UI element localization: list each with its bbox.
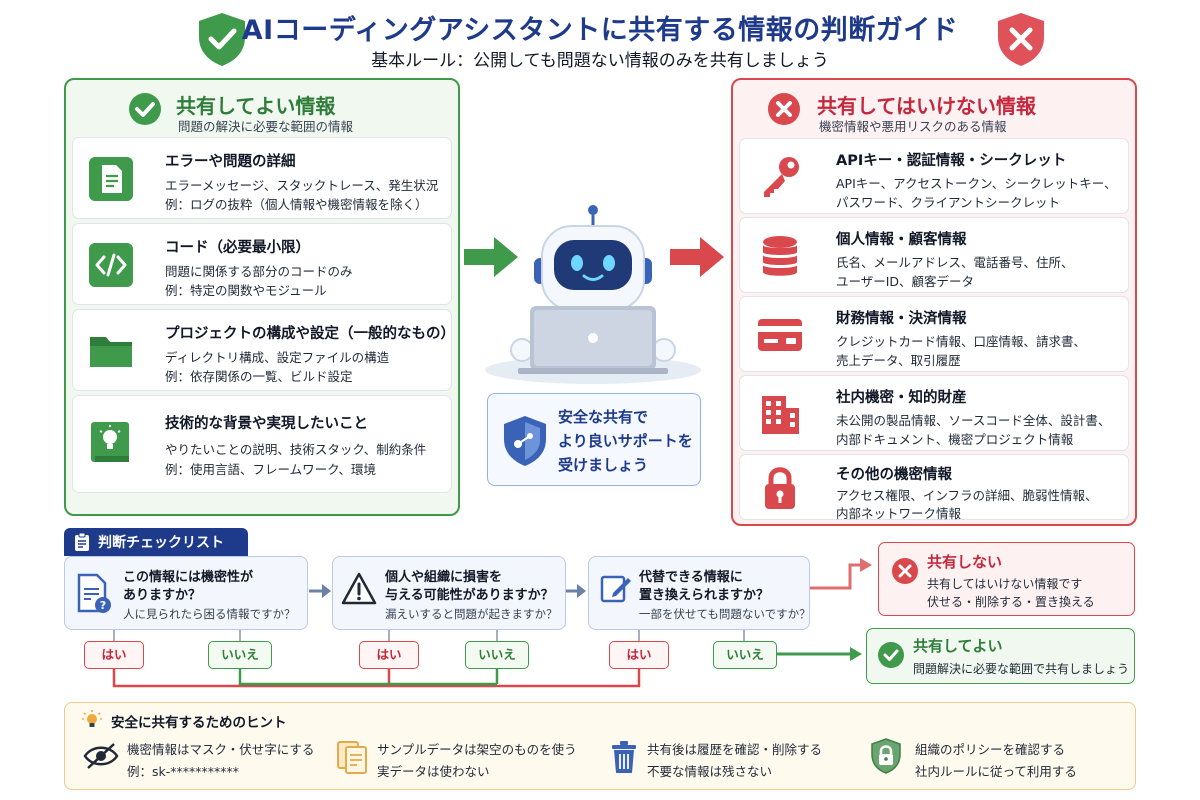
checklist-tab: 判断チェックリスト xyxy=(64,528,248,556)
safe-sharing-message: 安全な共有で より良いサポートを 受けましょう xyxy=(487,393,701,486)
answer-no-q1: いいえ xyxy=(208,641,272,669)
folder-icon xyxy=(90,337,132,367)
x-circle-icon xyxy=(768,93,800,125)
ng-panel-title: 共有してはいけない情報 xyxy=(817,94,1036,118)
answer-yes-q2: はい xyxy=(359,641,419,669)
lock-icon xyxy=(765,467,795,509)
shield-network-icon xyxy=(504,416,546,466)
document-icon xyxy=(89,157,133,201)
ng-item-api-keys: APIキー・認証情報・シークレット APIキー、アクセストークン、シークレットキ… xyxy=(739,138,1129,214)
document-question-icon: ? xyxy=(77,573,111,613)
building-icon xyxy=(762,396,799,434)
credit-card-icon xyxy=(758,319,802,351)
ng-panel-subtitle: 機密情報や悪用リスクのある情報 xyxy=(819,119,1007,134)
eye-off-icon xyxy=(83,743,119,769)
ok-item-code: コード（必要最小限） 問題に関係する部分のコードのみ 例：特定の関数やモジュール xyxy=(72,223,452,305)
check-circle-icon xyxy=(129,93,161,125)
shield-lock-icon xyxy=(871,738,901,774)
answer-no-q2: いいえ xyxy=(465,641,529,669)
safety-hints-panel: 安全に共有するためのヒント 機密情報はマスク・伏せ字にする 例：sk-*****… xyxy=(64,702,1136,790)
red-arrow-icon xyxy=(670,237,724,277)
ng-item-financial: 財務情報・決済情報 クレジットカード情報、口座情報、請求書、 売上データ、取引履… xyxy=(739,296,1129,372)
answer-no-q3: いいえ xyxy=(713,641,777,669)
check-shield-icon xyxy=(199,13,245,66)
answer-yes-q1: はい xyxy=(84,641,144,669)
check-circle-icon xyxy=(878,642,904,668)
page-subtitle: 基本ルール：公開しても問題ない情報のみを共有しましょう xyxy=(371,51,829,71)
sample-docs-icon xyxy=(337,741,367,774)
checklist-question-3: 代替できる情報に 置き換えられますか？ 一部を伏せても問題ないですか？ xyxy=(588,556,811,630)
ok-panel-title: 共有してよい情報 xyxy=(176,94,336,118)
svg-text:?: ? xyxy=(100,599,106,612)
ng-item-personal-info: 個人情報・顧客情報 氏名、メールアドレス、電話番号、住所、 ユーザーID、顧客デ… xyxy=(739,217,1129,293)
edit-icon xyxy=(600,575,631,603)
ok-item-error-details: エラーや問題の詳細 エラーメッセージ、スタックトレース、発生状況 例：ログの抜粋… xyxy=(72,137,452,219)
ng-item-internal-secrets: 社内機密・知的財産 未公開の製品情報、ソースコード全体、設計書、 内部ドキュメン… xyxy=(739,375,1129,451)
ok-item-project-config: プロジェクトの構成や設定（一般的なもの） ディレクトリ構成、設定ファイルの構造 … xyxy=(72,309,455,391)
lightbulb-icon xyxy=(82,710,102,727)
page-title: AIコーディングアシスタントに共有する情報の判断ガイド xyxy=(241,15,959,46)
answer-yes-q3: はい xyxy=(609,641,669,669)
ok-panel: 共有してよい情報 問題の解決に必要な範囲の情報 エラーや問題の詳細 エラーメッセ… xyxy=(64,78,460,516)
result-do-not-share: 共有しない 共有してはいけない情報です 伏せる・削除する・置き換える xyxy=(878,542,1135,616)
ng-panel: 共有してはいけない情報 機密情報や悪用リスクのある情報 APIキー・認証情報・シ… xyxy=(731,78,1137,526)
clipboard-icon xyxy=(75,532,89,551)
result-ok-to-share: 共有してよい 問題解決に必要な範囲で共有しましょう xyxy=(866,628,1135,684)
x-circle-icon xyxy=(892,558,918,584)
checklist-question-1: ? この情報には機密性が ありますか？ 人に見られたら困る情報ですか？ xyxy=(64,556,308,630)
code-icon xyxy=(89,243,133,287)
checklist-connectors xyxy=(112,558,872,688)
ok-item-background: 技術的な背景や実現したいこと やりたいことの説明、技術スタック、制約条件 例：使… xyxy=(72,395,452,493)
ng-item-other-secrets: その他の機密情報 アクセス権限、インフラの詳細、脆弱性情報、 内部ネットワーク情… xyxy=(739,454,1129,521)
robot-laptop-illustration xyxy=(485,205,701,384)
key-icon xyxy=(764,157,799,197)
x-shield-icon xyxy=(998,13,1044,66)
checklist-question-2: 個人や組織に損害を 与える可能性がありますか？ 漏えいすると問題が起きますか？ xyxy=(332,556,566,630)
lightbulb-book-icon xyxy=(91,422,129,462)
trash-icon xyxy=(612,741,636,773)
green-arrow-icon xyxy=(464,237,518,277)
ok-panel-subtitle: 問題の解決に必要な範囲の情報 xyxy=(178,119,354,134)
warning-icon xyxy=(341,572,377,605)
database-icon xyxy=(763,236,797,276)
